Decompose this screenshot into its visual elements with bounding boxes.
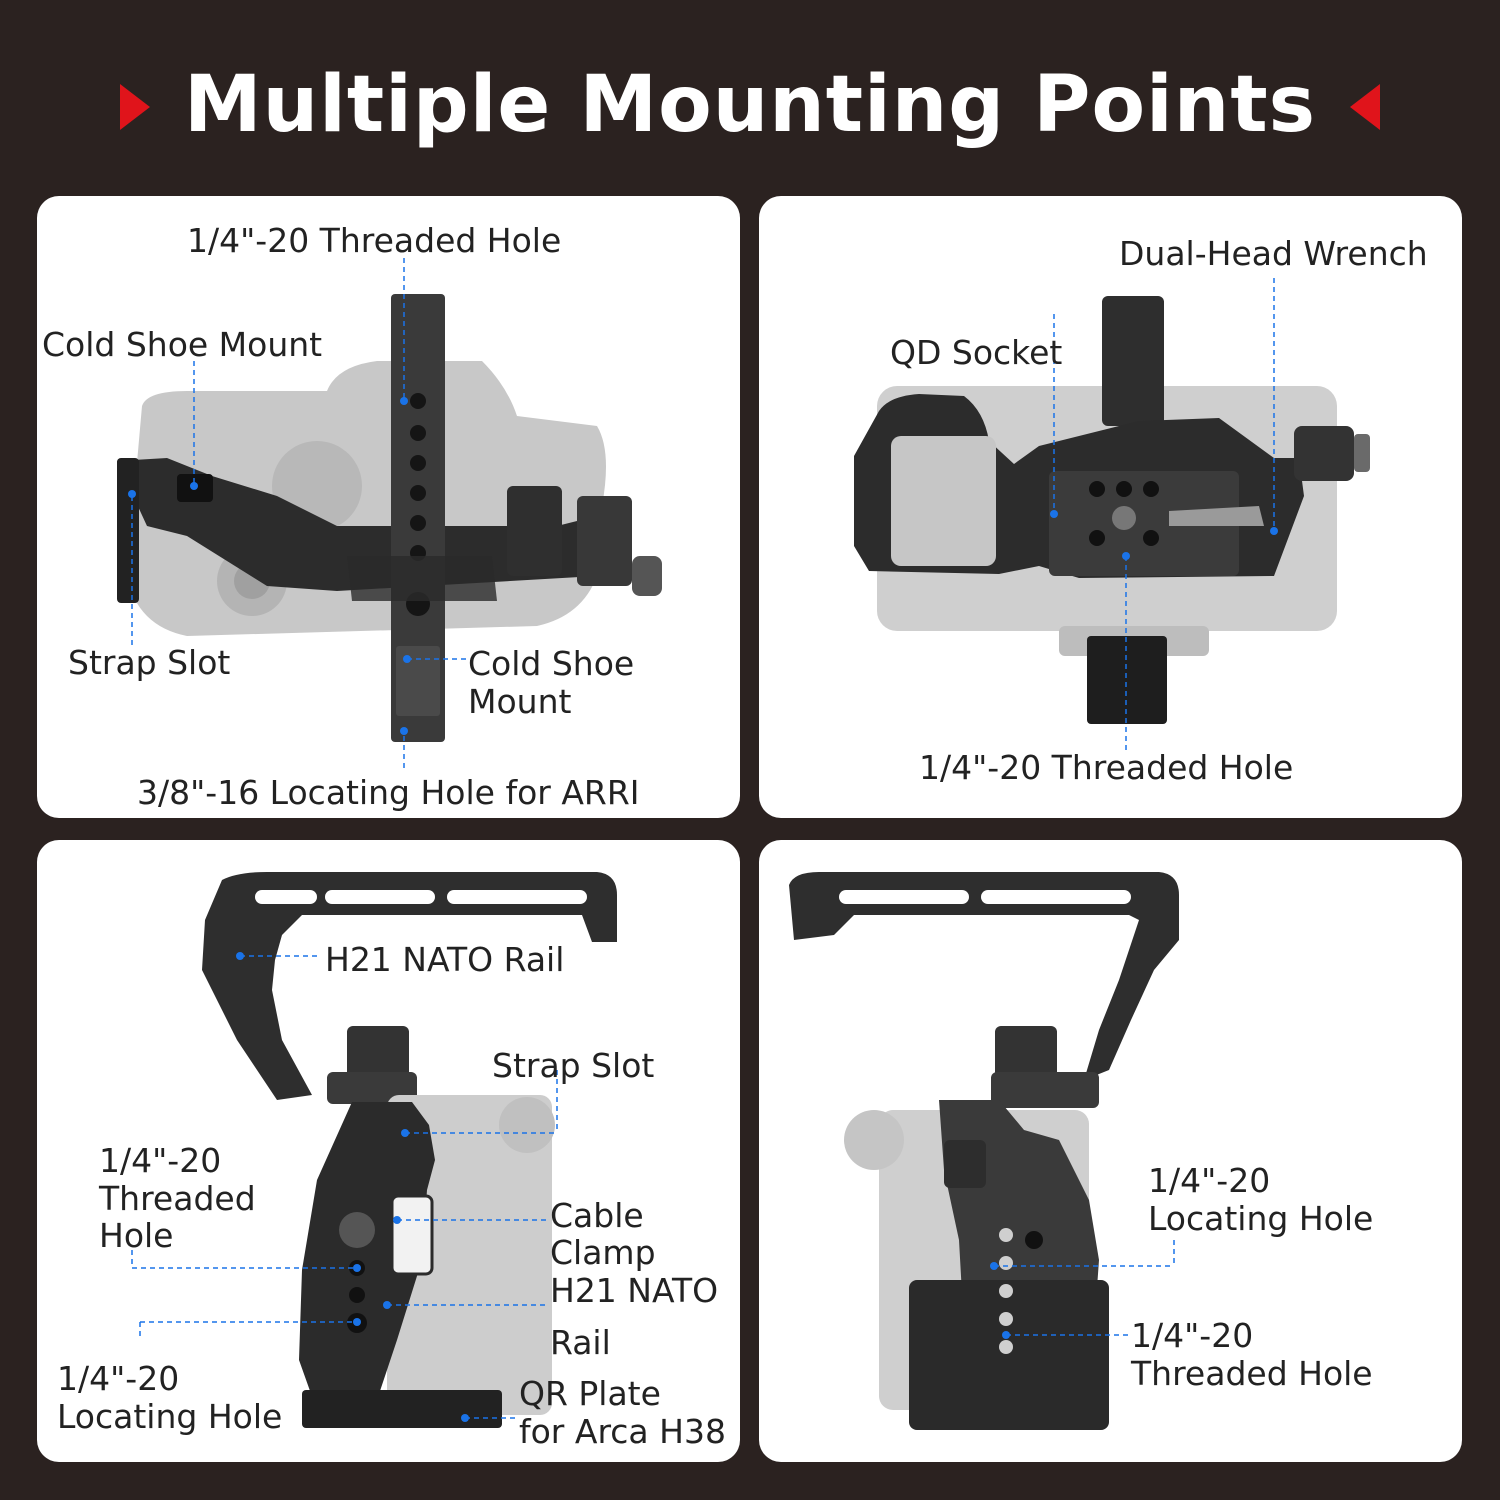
label-qr-plate-line1: QR Plate: [519, 1374, 661, 1413]
panel-left-side-view: H21 NATO Rail Strap Slot 1/4"-20 Threade…: [37, 840, 740, 1462]
left-side-illustration: [131, 872, 617, 1428]
label-right-locating-hole-line1: 1/4"-20: [1148, 1161, 1271, 1200]
label-qd-socket: QD Socket: [890, 333, 1063, 372]
label-h21-nato-rail-top: H21 NATO Rail: [325, 940, 565, 979]
label-threaded-hole: 1/4"-20 Threaded Hole: [187, 221, 562, 260]
page-title: Multiple Mounting Points: [183, 60, 1317, 150]
label-threaded-hole-line2: Threaded: [99, 1179, 256, 1218]
label-locating-hole-line2: Locating Hole: [57, 1397, 283, 1436]
label-bottom-threaded-hole: 1/4"-20 Threaded Hole: [919, 748, 1294, 787]
label-right-threaded-hole-line2: Threaded Hole: [1131, 1354, 1373, 1393]
right-red-arrow-icon: [1350, 84, 1380, 130]
label-h21-nato-rail-side-line1: H21 NATO: [550, 1271, 719, 1310]
label-strap-slot: Strap Slot: [68, 643, 231, 682]
panel-bottom-view: Dual-Head Wrench QD Socket 1/4"-20 Threa…: [759, 196, 1462, 818]
label-right-locating-hole-line2: Locating Hole: [1148, 1199, 1374, 1238]
label-qr-plate-line2: for Arca H38: [519, 1412, 726, 1451]
label-h21-nato-rail-side-line2: Rail: [550, 1323, 611, 1362]
label-cold-shoe-right-line1: Cold Shoe: [468, 644, 635, 683]
bottom-view-illustration: [854, 278, 1370, 753]
label-cold-shoe-mount-left: Cold Shoe Mount: [42, 325, 323, 364]
label-arri-locating-hole: 3/8"-16 Locating Hole for ARRI: [137, 773, 640, 812]
panel-right-side-view: 1/4"-20 Locating Hole 1/4"-20 Threaded H…: [759, 840, 1462, 1462]
label-cable-clamp-line2: Clamp: [550, 1233, 656, 1272]
right-side-illustration: [789, 872, 1179, 1430]
label-dual-head-wrench: Dual-Head Wrench: [1119, 234, 1428, 273]
label-cable-clamp-line1: Cable: [550, 1196, 644, 1235]
label-threaded-hole-line3: Hole: [99, 1216, 174, 1255]
label-threaded-hole-line1: 1/4"-20: [99, 1141, 222, 1180]
label-right-threaded-hole-line1: 1/4"-20: [1131, 1316, 1254, 1355]
label-cold-shoe-right-line2: Mount: [468, 682, 572, 721]
left-red-arrow-icon: [120, 84, 150, 130]
label-locating-hole-line1: 1/4"-20: [57, 1359, 180, 1398]
label-strap-slot-side: Strap Slot: [492, 1046, 655, 1085]
top-view-illustration: [117, 258, 662, 771]
panel-top-view: 1/4"-20 Threaded Hole Cold Shoe Mount St…: [37, 196, 740, 818]
